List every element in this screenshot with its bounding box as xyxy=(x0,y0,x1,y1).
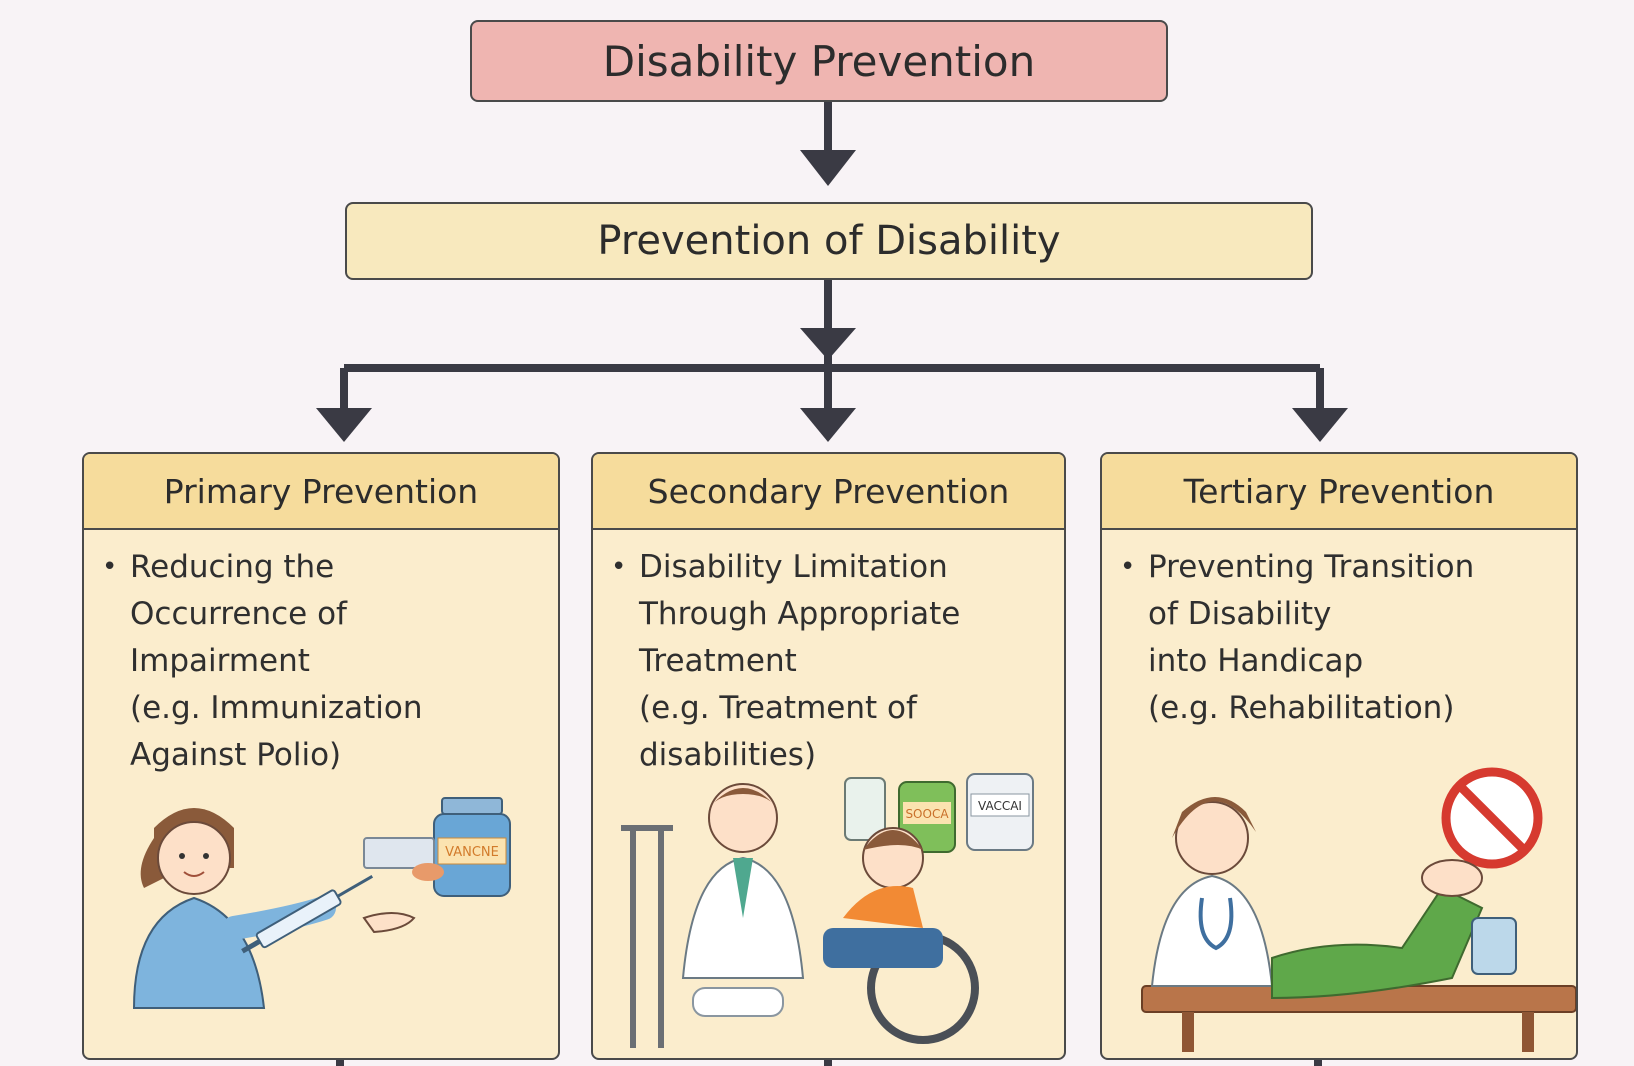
arrow-head-title xyxy=(800,150,856,186)
card-tertiary-header: Tertiary Prevention xyxy=(1102,454,1576,530)
doctor-face xyxy=(708,783,778,853)
card-primary-header: Primary Prevention xyxy=(84,454,558,530)
therapist-hair xyxy=(1172,797,1256,838)
vial-label-text: VANCNE xyxy=(445,845,499,860)
patient-leg xyxy=(1271,886,1484,1000)
therapist-face xyxy=(1175,801,1249,875)
bullet-icon: • xyxy=(1120,552,1136,582)
bottle-icon xyxy=(844,777,886,841)
card-primary-line: Occurrence of xyxy=(130,596,347,632)
card-primary-line: Against Polio) xyxy=(130,737,342,773)
leg-cast-icon xyxy=(692,987,784,1017)
child-shirt xyxy=(843,886,923,928)
wheelchair-seat xyxy=(823,928,943,968)
card-primary-line: (e.g. Immunization xyxy=(130,690,423,726)
subtitle-box: Prevention of Disability xyxy=(345,202,1313,280)
card-secondary-line: disabilities) xyxy=(639,737,817,773)
pill-icon xyxy=(412,863,444,881)
stethoscope-icon xyxy=(1198,897,1234,951)
card-primary-prevention: Primary Prevention • Reducing the Occurr… xyxy=(82,452,560,1060)
card-secondary-line: Through Appropriate xyxy=(639,596,961,632)
bullet-icon: • xyxy=(611,552,627,582)
bottle-vaccine-label: VACCAI xyxy=(978,799,1022,813)
medicine-box-icon xyxy=(363,837,435,869)
card-secondary-line: (e.g. Treatment of xyxy=(639,690,917,726)
rehabilitation-illustration xyxy=(1141,767,1576,1052)
crutches-icon xyxy=(621,825,673,1048)
card-secondary-line: Treatment xyxy=(639,643,797,679)
title-text: Disability Prevention xyxy=(602,36,1036,86)
arrow-head-right xyxy=(1292,408,1348,442)
patient-foot xyxy=(1421,859,1483,897)
arrow-head-left xyxy=(316,408,372,442)
arrow-head-subtitle xyxy=(800,328,856,360)
card-secondary-prevention: Secondary Prevention • Disability Limita… xyxy=(591,452,1066,1060)
nurse-face xyxy=(157,821,231,895)
bottle-green-label: SOOCA xyxy=(905,807,949,821)
vial-label xyxy=(437,837,507,865)
card-tertiary-line: into Handicap xyxy=(1148,643,1364,679)
bullet-icon: • xyxy=(102,552,118,582)
syringe-icon xyxy=(241,874,374,954)
card-tertiary-body: • Preventing Transition of Disability in… xyxy=(1102,530,1576,732)
card-tertiary-line: of Disability xyxy=(1148,596,1332,632)
cup-icon xyxy=(1471,917,1517,975)
therapist-coat xyxy=(1150,874,1274,987)
title-box: Disability Prevention xyxy=(470,20,1168,102)
card-tertiary-line: (e.g. Rehabilitation) xyxy=(1148,690,1455,726)
card-secondary-header: Secondary Prevention xyxy=(593,454,1064,530)
doctor-hair xyxy=(709,788,777,808)
card-primary-line: Reducing the xyxy=(130,549,335,585)
treatment-illustration: SOOCA VACCAI xyxy=(621,773,1034,1048)
card-primary-body: • Reducing the Occurrence of Impairment … xyxy=(84,530,558,779)
vial-cap xyxy=(441,797,503,815)
arrow-head-center xyxy=(800,408,856,442)
card-secondary-body: • Disability Limitation Through Appropri… xyxy=(593,530,1064,779)
card-tertiary-line: Preventing Transition xyxy=(1148,549,1475,585)
hand-icon xyxy=(362,912,416,934)
vaccination-illustration: VANCNE xyxy=(132,797,511,1009)
subtitle-text: Prevention of Disability xyxy=(597,218,1061,264)
card-tertiary-prevention: Tertiary Prevention • Preventing Transit… xyxy=(1100,452,1578,1060)
card-primary-line: Impairment xyxy=(130,643,310,679)
card-secondary-line: Disability Limitation xyxy=(639,549,948,585)
